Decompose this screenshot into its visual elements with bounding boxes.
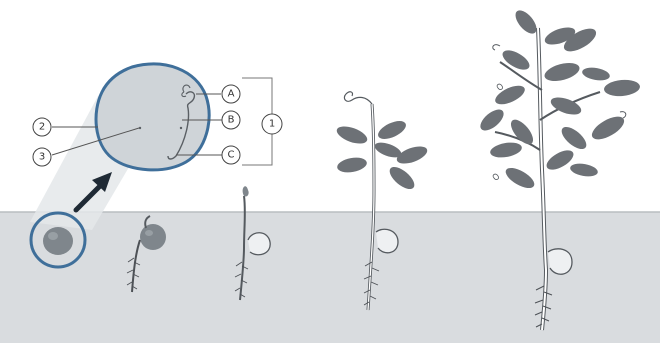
leaf (335, 123, 370, 147)
leaf (581, 66, 611, 83)
svg-text:A: A (228, 89, 235, 100)
soil (0, 212, 660, 343)
cotyledon-bulb (548, 249, 572, 274)
enlarged-seed (96, 64, 209, 170)
cotyledon-dot (139, 127, 141, 129)
leaf (569, 162, 599, 179)
leaf (588, 112, 627, 144)
tendril (344, 92, 372, 104)
svg-text:C: C (228, 150, 235, 161)
leaf (558, 123, 590, 153)
svg-text:B: B (228, 115, 235, 126)
tendril (493, 45, 500, 50)
seed (43, 227, 73, 255)
svg-text:1: 1 (269, 119, 275, 130)
radicle-dot (180, 127, 182, 129)
leaf (549, 94, 584, 118)
leaf (489, 140, 523, 159)
leaf (503, 164, 538, 192)
cotyledon-bulb (248, 233, 270, 255)
leaf (477, 106, 507, 135)
label-3: 3 (33, 148, 51, 166)
label-1: 1 (262, 114, 282, 134)
leaf (375, 117, 408, 142)
flower (497, 84, 502, 89)
leaf (395, 143, 430, 167)
label-c: C (222, 146, 240, 164)
label-2: 2 (33, 118, 51, 136)
cotyledon-bulb (376, 229, 398, 253)
leaf (386, 163, 418, 193)
seed-coat (140, 224, 166, 250)
leaf (543, 60, 582, 85)
svg-text:2: 2 (39, 122, 45, 133)
svg-text:3: 3 (39, 152, 45, 163)
leaf (512, 7, 541, 37)
leaf (603, 78, 640, 97)
flower (493, 174, 498, 179)
bud (243, 186, 249, 196)
leaf (500, 46, 533, 73)
leaf (336, 156, 368, 175)
label-a: A (222, 85, 240, 103)
label-b: B (222, 111, 240, 129)
